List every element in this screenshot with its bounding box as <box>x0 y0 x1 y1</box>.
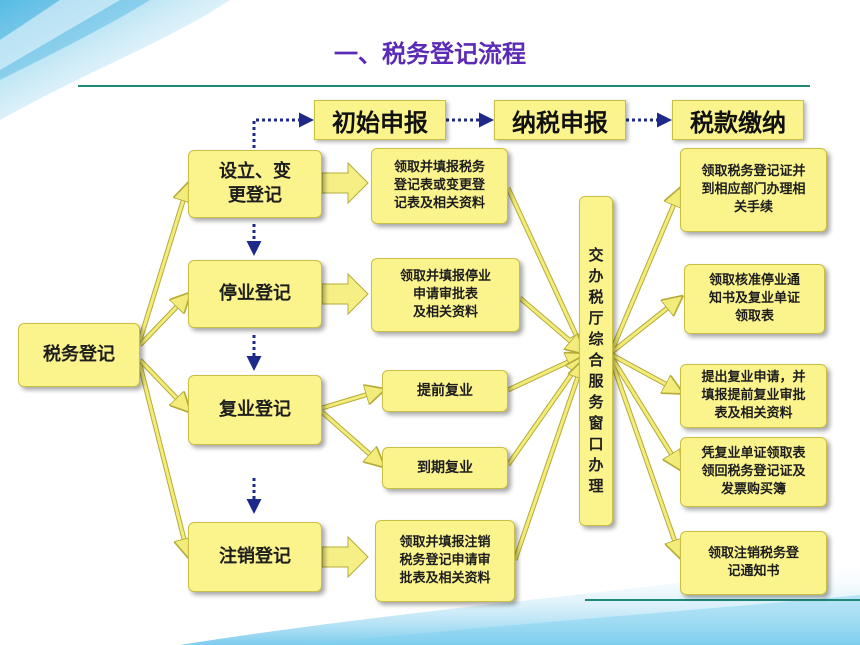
type-suspend: 停业登记 <box>188 260 322 328</box>
type-cancel: 注销登记 <box>188 522 322 592</box>
result-suspend: 领取核准停业通 知书及复业单证 领取表 <box>684 264 825 334</box>
material-setup-forms: 领取并填报税务 登记表或变更登 记表及相关资料 <box>371 148 508 224</box>
type-setup-change: 设立、变 更登记 <box>188 150 322 218</box>
material-cancel-forms: 领取并填报注销 税务登记申请审 批表及相关资料 <box>375 520 515 602</box>
result-cancel: 领取注销税务登 记通知书 <box>680 531 827 595</box>
material-resume-early: 提前复业 <box>382 370 508 412</box>
stage-tax-payment: 税款缴纳 <box>672 100 804 140</box>
tax-hall-label: 交办税厅综合服务窗口办理 <box>588 246 604 495</box>
material-resume-due: 到期复业 <box>382 447 508 489</box>
page-title: 一、税务登记流程 <box>334 40 526 68</box>
type-resume: 复业登记 <box>188 375 322 445</box>
stage-tax-filing: 纳税申报 <box>494 100 626 140</box>
result-setup: 领取税务登记证并 到相应部门办理相 关手续 <box>680 148 827 232</box>
stage-initial-report: 初始申报 <box>314 100 446 140</box>
material-suspend-forms: 领取并填报停业 申请审批表 及相关资料 <box>371 258 520 332</box>
tax-hall-window: 交办税厅综合服务窗口办理 <box>579 196 613 526</box>
result-resume-due: 凭复业单证领取表 领回税务登记证及 发票购买簿 <box>680 437 827 507</box>
footer-rule <box>585 599 860 601</box>
title-underline <box>78 85 810 87</box>
root-tax-registration: 税务登记 <box>18 323 140 387</box>
result-resume-early: 提出复业申请，并 填报提前复业审批 表及相关资料 <box>680 364 827 428</box>
